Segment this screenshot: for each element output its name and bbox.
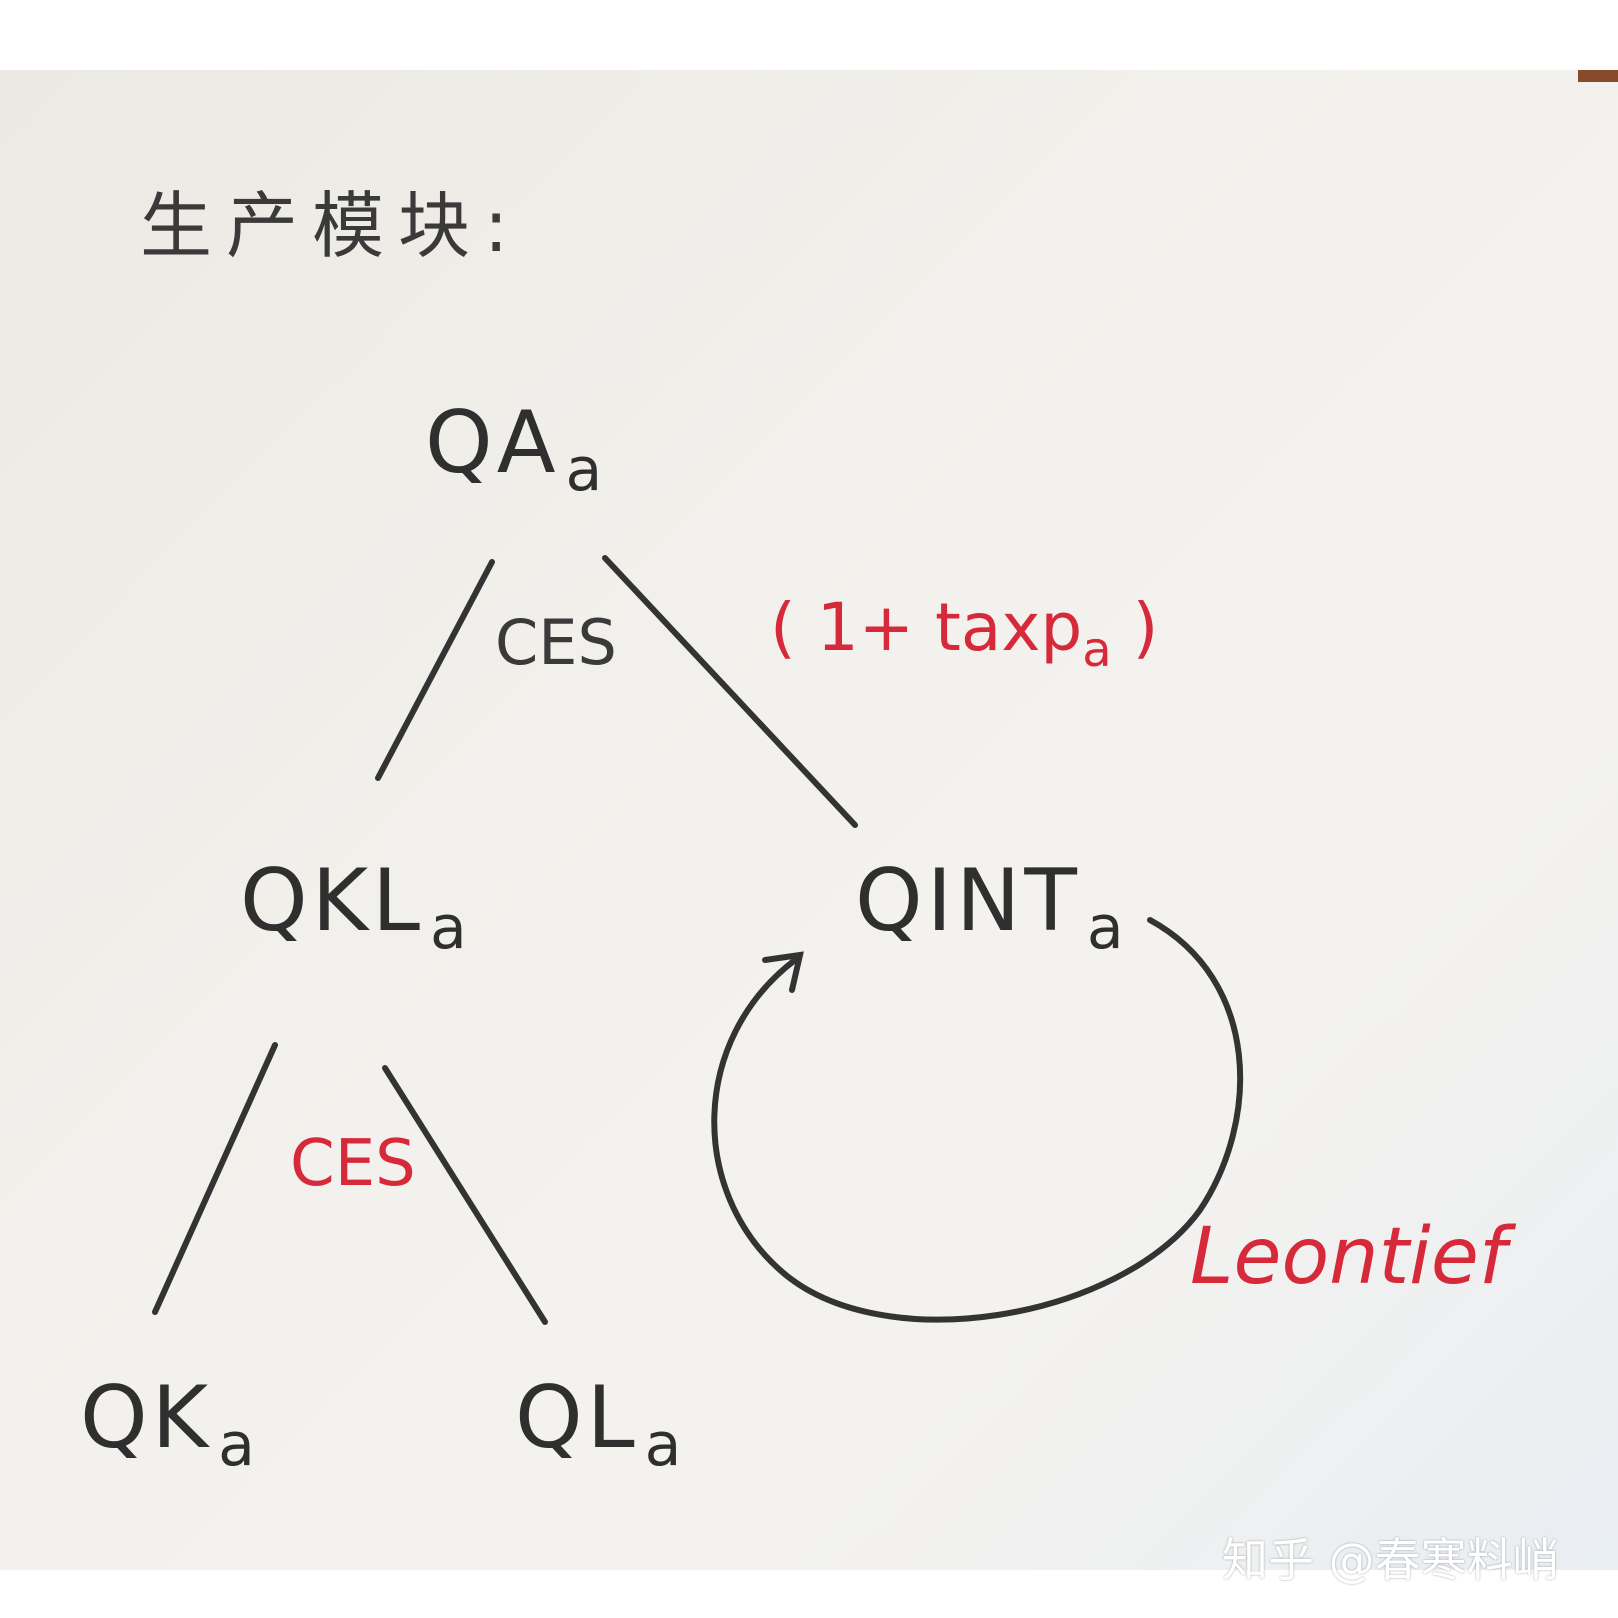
edge-label-tax: ( 1+ taxpa ) xyxy=(770,595,1158,675)
leontief-loop-arrow xyxy=(711,917,1243,1323)
edge-qa-qint xyxy=(602,555,858,828)
paper-corner-edge xyxy=(1578,70,1618,82)
node-qa-subscript: a xyxy=(565,435,607,505)
edge-qa-qkl xyxy=(375,559,495,781)
node-qk-label: QK xyxy=(80,1368,213,1468)
leontief-arrowhead xyxy=(762,951,804,993)
node-qkl-subscript: a xyxy=(430,893,471,963)
node-qkl-label: QKL xyxy=(240,851,424,951)
node-qa-label: QA xyxy=(425,393,560,493)
edge-label-ces-bottom: CES xyxy=(290,1127,416,1201)
watermark: 知乎 @春寒料峭 xyxy=(1222,1533,1559,1587)
edge-qkl-qk xyxy=(152,1042,278,1315)
edge-label-tax-close: ) xyxy=(1111,589,1159,666)
node-ql-label: QL xyxy=(515,1368,639,1468)
edge-label-tax-subscript: a xyxy=(1082,622,1112,678)
edge-label-tax-text: ( 1+ taxp xyxy=(770,589,1083,666)
edge-label-leontief: Leontief xyxy=(1190,1212,1507,1302)
page-title: 生产模块: xyxy=(140,184,523,268)
edge-label-ces-top: CES xyxy=(495,606,617,679)
node-qint-label: QINT xyxy=(855,851,1081,951)
node-qk-subscript: a xyxy=(218,1410,259,1480)
paper-background xyxy=(0,70,1618,1570)
node-ql-subscript: a xyxy=(644,1410,686,1480)
edge-qkl-ql xyxy=(382,1065,548,1325)
node-qint-subscript: a xyxy=(1086,893,1128,963)
